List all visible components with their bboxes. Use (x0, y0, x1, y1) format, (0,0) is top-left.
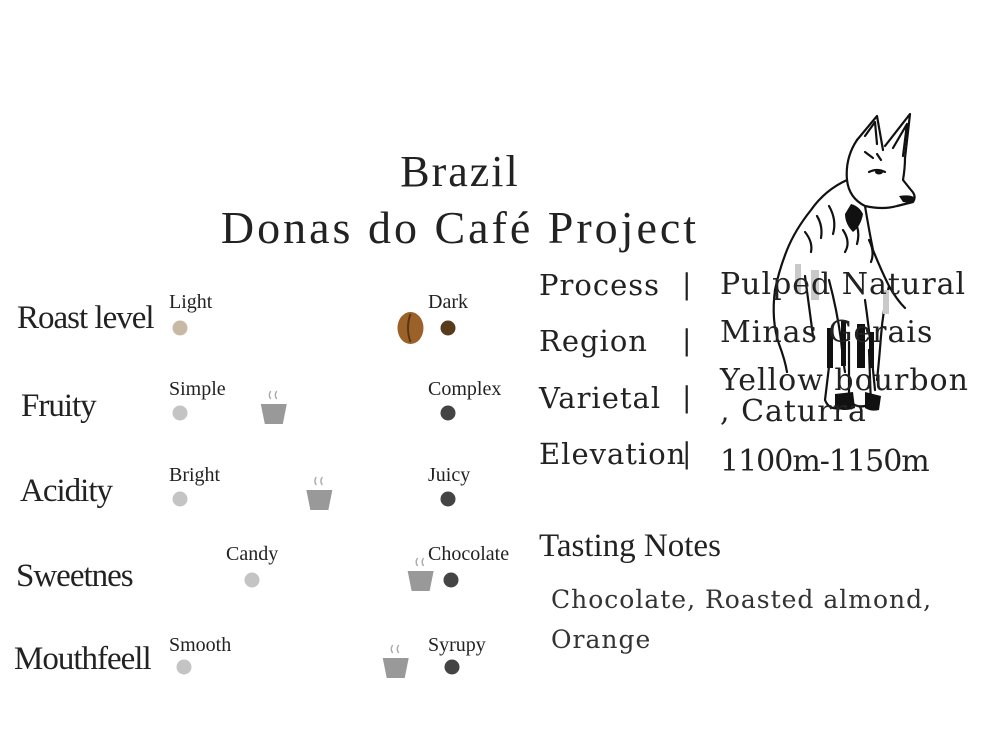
scale-start-dot-acidity (172, 491, 188, 507)
profile-left-label-acidity: Bright (169, 464, 221, 486)
detail-separator-process: | (682, 268, 693, 301)
profile-right-label-fruity: Complex (428, 378, 502, 400)
steam-icon (390, 644, 400, 654)
page-title-project: Donas do Café Project (220, 202, 700, 253)
detail-value-region: Minas Gerais (720, 315, 934, 350)
profile-left-label-roast: Light (169, 291, 213, 313)
scale-end-dot-fruity (440, 405, 456, 421)
steam-icon (314, 476, 323, 486)
profile-right-label-roast: Dark (428, 291, 468, 313)
profile-left-label-mouthfeel: Smooth (169, 634, 232, 656)
detail-label-region: Region (539, 324, 648, 358)
scale-start-dot-roast-level (172, 320, 188, 336)
fox-illustration-icon (772, 112, 916, 411)
coffee-cup-icon (306, 490, 333, 510)
profile-label-fruity: Fruity (21, 388, 97, 424)
tasting-notes-title: Tasting Notes (539, 528, 721, 564)
steam-icon (268, 390, 278, 400)
coffee-bean-icon (397, 312, 424, 344)
profile-left-label-fruity: Simple (169, 378, 226, 400)
scale-end-dot-mouthfeell (444, 659, 460, 675)
detail-separator-region: | (682, 324, 693, 357)
coffee-bean-crease (406, 313, 412, 343)
scale-end-dot-acidity (440, 491, 456, 507)
page-title-country: Brazil (400, 147, 520, 196)
scale-end-dot-sweetnes (443, 572, 459, 588)
profile-right-label-sweetness: Chocolate (428, 543, 510, 565)
tasting-notes-text: Chocolate, Roasted almond, Orange (551, 585, 933, 654)
detail-value-elevation: 1100m-1150m (720, 444, 930, 479)
scale-start-dot-fruity (172, 405, 188, 421)
detail-value-varietal: Yellow bourbon , Caturra (720, 363, 969, 429)
coffee-cup-icon (407, 571, 434, 591)
scale-end-dot-roast-level (440, 320, 456, 336)
profile-label-sweetness: Sweetnes (16, 558, 134, 594)
detail-label-varietal: Varietal (539, 381, 662, 415)
profile-label-roast-level: Roast level (17, 300, 155, 336)
scale-mid-dot-sweetnes (244, 572, 260, 588)
profile-label-acidity: Acidity (20, 473, 113, 509)
scale-start-dot-mouthfeell (176, 659, 192, 675)
profile-right-label-acidity: Juicy (428, 464, 471, 486)
coffee-cup-icon (382, 658, 409, 678)
profile-left-label-sweetness: Candy (226, 543, 279, 565)
profile-label-mouthfeel: Mouthfeell (14, 641, 152, 677)
profile-right-label-mouthfeel: Syrupy (428, 634, 486, 656)
profile-scales (172, 312, 460, 678)
detail-separator-elevation: | (682, 437, 693, 470)
detail-label-process: Process (539, 268, 661, 302)
steam-icon (415, 557, 425, 567)
detail-label-elevation: Elevation (539, 437, 687, 471)
coffee-cup-icon (260, 404, 287, 424)
detail-value-process: Pulped Natural (720, 267, 967, 302)
detail-separator-varietal: | (682, 381, 693, 414)
